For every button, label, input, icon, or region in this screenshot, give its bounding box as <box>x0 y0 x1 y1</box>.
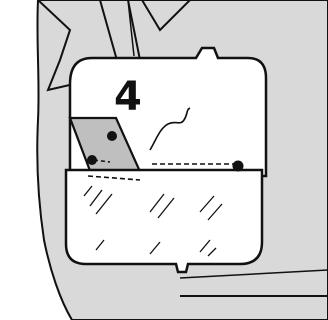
step-number: 4 <box>114 74 142 120</box>
pocket-shading <box>83 185 223 257</box>
match-dot-left <box>87 155 97 165</box>
pocket-bag <box>64 168 264 274</box>
curve-mark <box>149 107 191 151</box>
lapel-edge <box>37 0 75 92</box>
match-dot-right <box>232 160 244 172</box>
lapel-notch <box>141 0 191 32</box>
match-dot-flap <box>107 131 117 141</box>
hem-line-2 <box>179 269 328 279</box>
collar-line <box>127 0 135 57</box>
stitch-line-bag <box>87 175 141 181</box>
